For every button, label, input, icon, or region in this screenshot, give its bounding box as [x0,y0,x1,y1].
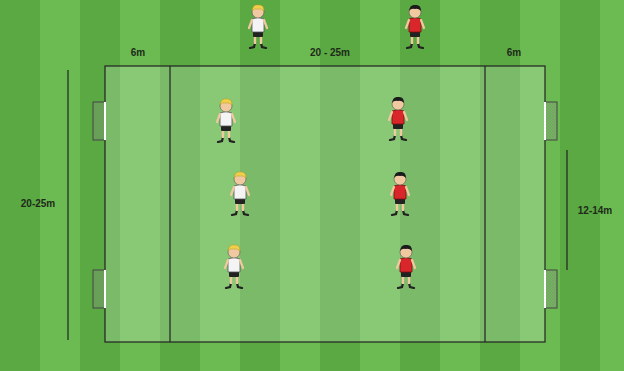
goal [93,270,105,308]
player-red [397,245,415,288]
dimension-label: 6m [131,47,145,58]
goal [93,102,105,140]
goal [545,270,557,308]
player-white [249,5,267,48]
grass-stripe [0,0,40,371]
player-red [391,172,409,215]
goal [545,102,557,140]
dimension-label: 12-14m [578,205,612,216]
pitch-area [105,66,545,342]
player-white [231,172,249,215]
player-red [406,5,424,48]
grass-stripe [40,0,80,371]
grass-stripe [600,0,624,371]
player-white [225,245,243,288]
dimension-label: 6m [507,47,521,58]
dimension-label: 20 - 25m [310,47,350,58]
zone-line [169,66,170,342]
grass-stripe [560,0,600,371]
player-white [217,99,235,142]
player-red [389,97,407,140]
dimension-label: 20-25m [21,198,55,209]
zone-line [484,66,485,342]
dimension-line [566,150,567,270]
dimension-line [67,70,68,340]
